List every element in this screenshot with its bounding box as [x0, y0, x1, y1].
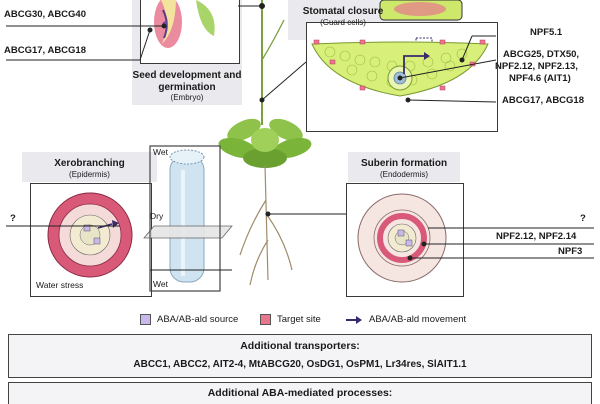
label-abcg17-abcg18-seed: ABCG17, ABCG18: [4, 46, 86, 56]
label-npf51: NPF5.1: [530, 28, 562, 38]
label-abcg17-abcg18-guard: ABCG17, ABCG18: [502, 96, 584, 106]
label-abcg25-dtx50: ABCG25, DTX50,: [503, 50, 579, 60]
suberin-root-section: [358, 194, 446, 282]
stomata-title-text: Stomatal closure: [303, 6, 384, 17]
seed-panel-title: Seed development and germination (Embryo…: [132, 70, 242, 102]
label-npf46: NPF4.6 (AIT1): [509, 74, 571, 84]
additional-processes-box: Additional ABA-mediated processes:: [8, 382, 592, 404]
processes-title: Additional ABA-mediated processes:: [9, 387, 591, 399]
transporters-list: ABCC1, ABCC2, AIT2-4, MtABCG20, OsDG1, O…: [9, 359, 591, 370]
label-npf212-npf213: NPF2.12, NPF2.13,: [495, 62, 578, 72]
xero-title-text: Xerobranching: [54, 158, 125, 169]
legend-target-swatch: [260, 314, 271, 325]
water-stress-note: Water stress: [36, 281, 83, 290]
xero-root-section: [48, 193, 132, 277]
additional-transporters-box: Additional transporters: ABCC1, ABCC2, A…: [8, 334, 592, 378]
label-abcg30-abcg40: ABCG30, ABCG40: [4, 10, 86, 20]
legend-target-label: Target site: [277, 314, 321, 325]
legend-source-label: ABA/AB-ald source: [157, 314, 238, 325]
xero-subtitle: (Epidermis): [22, 170, 157, 179]
suberin-title-text: Suberin formation: [361, 158, 447, 169]
label-suberin-question: ?: [580, 214, 586, 224]
root-wet-top: Wet: [153, 148, 168, 157]
legend-target: Target site: [260, 314, 321, 325]
label-npf3: NPF3: [558, 247, 582, 257]
seed-subtitle: (Embryo): [132, 93, 242, 102]
xero-panel-title: Xerobranching (Epidermis): [22, 158, 157, 179]
legend-movement: ABA/AB-ald movement: [345, 314, 466, 325]
plant: [216, 0, 313, 285]
stomata-subtitle: (Guard cells): [288, 18, 398, 27]
stomata-panel-title: Stomatal closure (Guard cells): [288, 6, 398, 27]
label-xero-question: ?: [10, 214, 16, 224]
arrow-icon: [345, 315, 363, 325]
root-dry: Dry: [150, 212, 163, 221]
legend-source: ABA/AB-ald source: [140, 314, 238, 325]
label-npf212-npf214: NPF2.12, NPF2.14: [496, 232, 576, 242]
transporters-title: Additional transporters:: [9, 340, 591, 352]
seed-title-text: Seed development and germination: [132, 70, 242, 93]
root-wet-bottom: Wet: [153, 280, 168, 289]
suberin-subtitle: (Endodermis): [348, 170, 460, 179]
legend-source-swatch: [140, 314, 151, 325]
suberin-panel-title: Suberin formation (Endodermis): [348, 158, 460, 179]
legend-movement-label: ABA/AB-ald movement: [369, 314, 466, 325]
